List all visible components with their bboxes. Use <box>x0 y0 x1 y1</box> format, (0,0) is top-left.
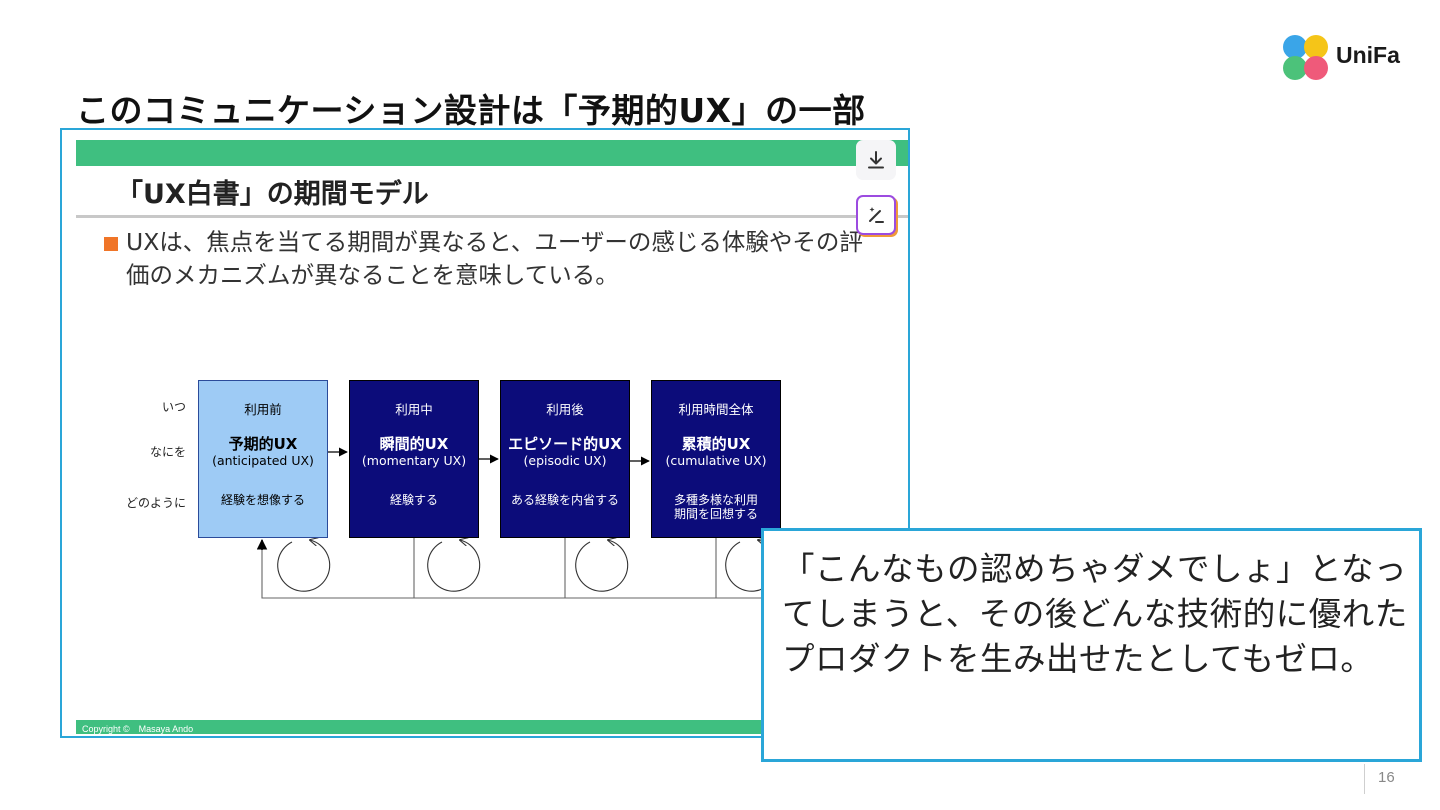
stage-name: 瞬間的UX <box>379 435 449 453</box>
stage-when: 利用時間全体 <box>678 402 754 417</box>
stage-cumulative-ux: 利用時間全体 累積的UX (cumulative UX) 多種多様な利用 期間を… <box>651 380 781 538</box>
page-number: 16 <box>1378 769 1395 786</box>
stage-momentary-ux: 利用中 瞬間的UX (momentary UX) 経験する <box>349 380 479 538</box>
stage-when: 利用前 <box>244 402 282 417</box>
row-label-how: どのように <box>125 496 186 510</box>
stage-name: 予期的UX <box>228 435 298 453</box>
stage-english: (anticipated UX) <box>212 453 314 468</box>
callout-box: 「こんなもの認めちゃダメでしょ」となってしまうと、その後どんな技術的に優れたプロ… <box>761 528 1422 762</box>
stage-name: 累積的UX <box>681 435 751 453</box>
slide-bullet-text: UXは、焦点を当てる期間が異なると、ユーザーの感じる体験やその評価のメカニズムが… <box>126 228 863 289</box>
stage-name: エピソード的UX <box>508 435 622 453</box>
stage-when: 利用中 <box>395 402 433 417</box>
diagram-connectors <box>256 447 779 599</box>
stage-episodic-ux: 利用後 エピソード的UX (episodic UX) ある経験を内省する <box>500 380 630 538</box>
page-number-divider <box>1364 764 1365 794</box>
stage-english: (momentary UX) <box>361 453 467 468</box>
logo-mark-icon <box>1283 35 1328 80</box>
embedded-slide: 「UX白書」の期間モデル UXは、焦点を当てる期間が異なると、ユーザーの感じる体… <box>60 128 910 738</box>
stage-how: 経験を想像する <box>220 493 305 507</box>
stage-english: (cumulative UX) <box>665 453 767 468</box>
unifa-logo: UniFa <box>1278 30 1418 86</box>
page-title: このコミュニケーション設計は「予期的UX」の一部 <box>76 91 866 130</box>
title-divider <box>76 215 908 218</box>
stage-how: ある経験を内省する <box>510 493 619 507</box>
slide-top-bar <box>76 140 908 166</box>
download-icon <box>868 151 884 169</box>
download-button[interactable] <box>856 140 896 180</box>
slide-copyright: Copyright © Masaya Ando <box>82 724 194 734</box>
stage-anticipated-ux: 利用前 予期的UX (anticipated UX) 経験を想像する <box>198 380 328 538</box>
logo-text: UniFa <box>1336 42 1400 68</box>
slide-bottom-bar <box>76 720 908 734</box>
magic-pen-icon <box>869 207 884 223</box>
stage-english: (episodic UX) <box>523 453 607 468</box>
stage-how: 多種多様な利用 期間を回想する <box>673 493 758 521</box>
magic-edit-button[interactable] <box>856 195 896 235</box>
row-label-what: なにを <box>149 445 186 459</box>
slide-title: 「UX白書」の期間モデル <box>116 179 429 210</box>
callout-text: 「こんなもの認めちゃダメでしょ」となってしまうと、その後どんな技術的に優れたプロ… <box>782 550 1408 678</box>
bullet-square-icon <box>104 237 118 251</box>
stage-how: 経験する <box>389 493 438 507</box>
row-label-when: いつ <box>161 400 186 414</box>
stage-when: 利用後 <box>546 402 584 417</box>
